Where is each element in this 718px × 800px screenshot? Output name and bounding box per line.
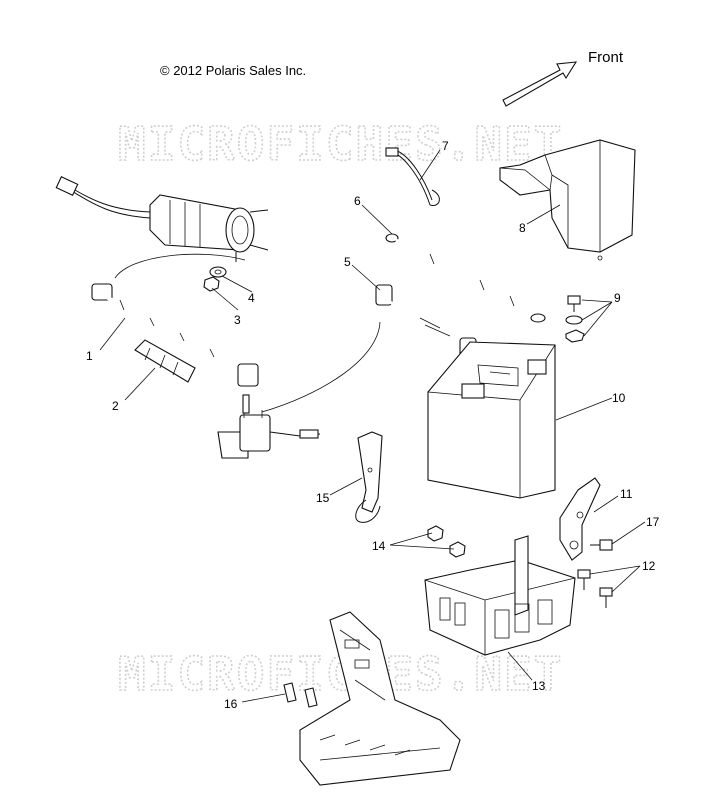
copyright-text: © 2012 Polaris Sales Inc. <box>160 63 306 78</box>
callout-17: 17 <box>646 515 660 529</box>
boot-2 <box>134 339 196 383</box>
callout-9: 9 <box>614 291 621 305</box>
bolt-17 <box>590 539 613 551</box>
callout-6: 6 <box>354 194 361 208</box>
nuts-14 <box>427 525 466 558</box>
callout-3: 3 <box>234 313 241 327</box>
cable-6 <box>385 233 546 323</box>
callout-4: 4 <box>248 291 255 305</box>
callout-14: 14 <box>372 539 386 553</box>
bolts-12 <box>577 569 613 608</box>
solenoid <box>217 394 321 459</box>
cable-1 <box>91 283 259 387</box>
front-arrow-icon <box>502 61 578 107</box>
cable-5 <box>375 284 477 359</box>
callout-5: 5 <box>344 255 351 269</box>
callout-16: 16 <box>224 697 238 711</box>
starter-motor <box>55 176 269 262</box>
battery-box-13 <box>424 535 576 656</box>
callout-15: 15 <box>316 491 330 505</box>
hardware-9 <box>565 295 585 343</box>
callout-11: 11 <box>620 487 633 501</box>
callout-labels: 1 2 3 4 5 6 7 8 9 10 11 12 13 14 15 16 1… <box>86 139 660 711</box>
nut-washer <box>203 266 227 292</box>
leader-lines <box>99 149 646 703</box>
callout-13: 13 <box>532 679 546 693</box>
front-label: Front <box>588 49 624 66</box>
callout-12: 12 <box>642 559 656 573</box>
battery-10 <box>427 341 556 499</box>
callout-2: 2 <box>112 399 119 413</box>
hold-down-15 <box>355 431 383 523</box>
callout-8: 8 <box>519 221 526 235</box>
watermark-top: MICROFICHES.NET <box>118 117 563 171</box>
starter-wire <box>114 253 246 279</box>
solenoid-wire <box>261 321 381 413</box>
callout-10: 10 <box>612 391 626 405</box>
callout-7: 7 <box>442 139 449 153</box>
strap-7 <box>385 147 440 206</box>
skid-plate <box>283 611 461 786</box>
battery-cover-8 <box>499 139 636 261</box>
bracket-11 <box>559 477 601 561</box>
callout-1: 1 <box>86 349 93 363</box>
